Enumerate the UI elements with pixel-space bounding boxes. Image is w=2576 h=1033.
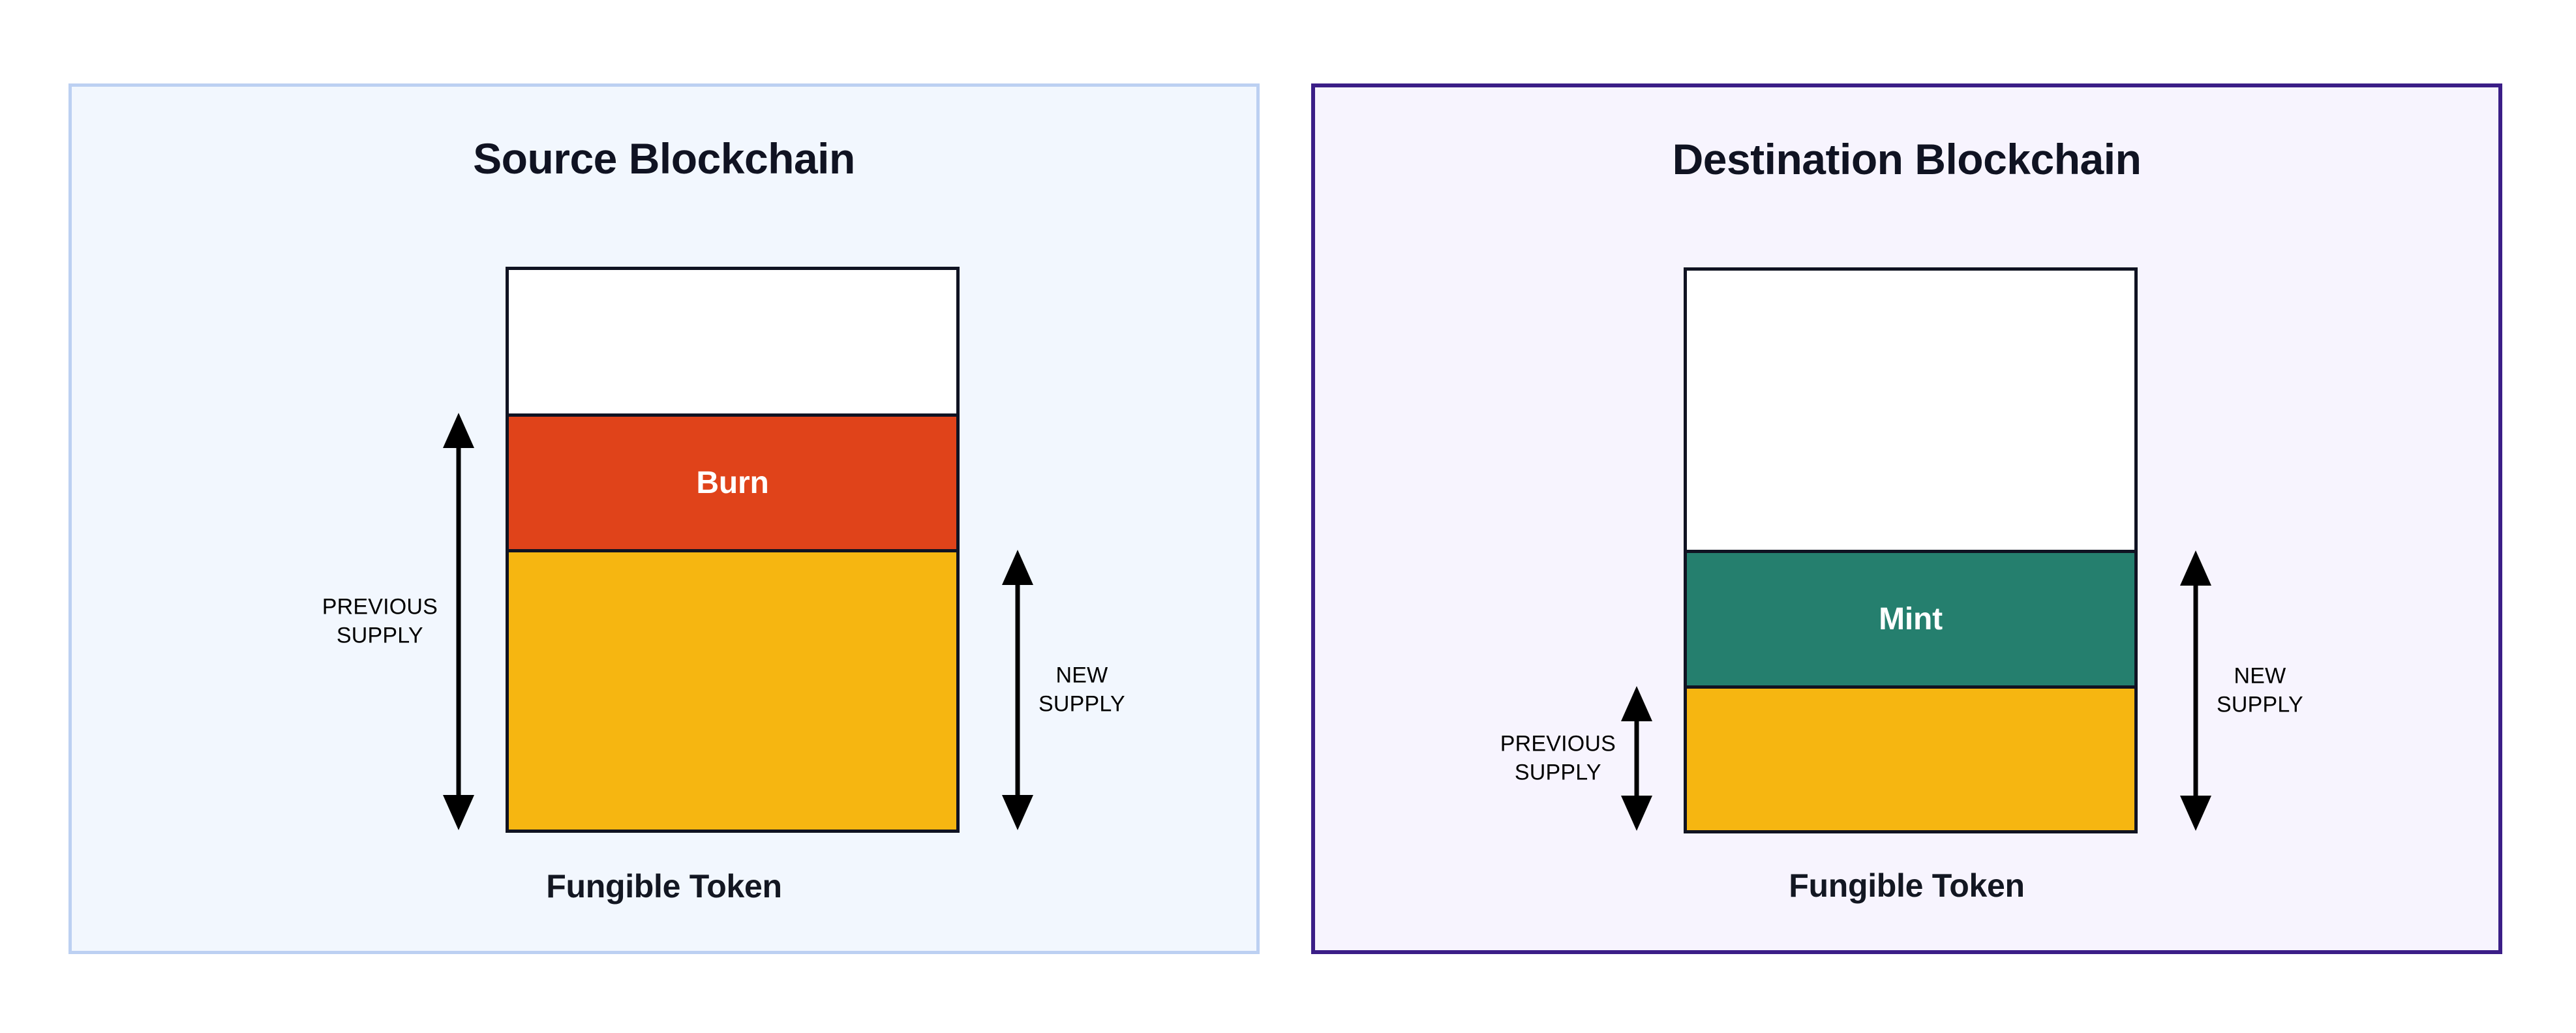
bar-segment-headroom xyxy=(1684,267,2138,553)
caption-fungible-token-destination: Fungible Token xyxy=(1789,867,2025,904)
measure-new-supply-destination-label: NEW SUPPLY xyxy=(2217,663,2303,717)
panel-destination-blockchain: Destination Blockchain Mint PREVIOUS SUP… xyxy=(1311,83,2502,954)
measure-new-supply-source: NEW SUPPLY xyxy=(1002,550,1125,830)
double-arrow-icon xyxy=(443,413,474,830)
measure-new-supply-source-label: NEW SUPPLY xyxy=(1038,663,1125,716)
supply-bar-destination: Mint xyxy=(1684,267,2138,833)
supply-bar-source: Burn xyxy=(506,267,960,833)
bar-segment-mint-label: Mint xyxy=(1879,601,1943,636)
page-title-source: Source Blockchain xyxy=(473,134,855,183)
double-arrow-icon xyxy=(2180,550,2211,831)
measure-new-supply-destination: NEW SUPPLY xyxy=(2180,550,2303,831)
measure-previous-supply-destination-label: PREVIOUS SUPPLY xyxy=(1500,731,1616,785)
page-title-destination: Destination Blockchain xyxy=(1672,135,2142,183)
bar-segment-burn-label: Burn xyxy=(696,465,769,500)
panel-source-blockchain: Source Blockchain Burn PREVIOUS SUPPLY xyxy=(68,83,1260,954)
bar-segment-burn: Burn xyxy=(506,417,960,552)
bar-segment-mint: Mint xyxy=(1684,553,2138,689)
measure-previous-supply-source-label: PREVIOUS SUPPLY xyxy=(322,594,438,648)
bar-segment-headroom xyxy=(506,267,960,417)
double-arrow-icon xyxy=(1002,550,1033,830)
measure-previous-supply-source: PREVIOUS SUPPLY xyxy=(322,413,474,830)
bar-segment-existing xyxy=(1684,689,2138,833)
double-arrow-icon xyxy=(1621,686,1652,831)
bar-segment-remaining xyxy=(506,552,960,833)
caption-fungible-token-source: Fungible Token xyxy=(546,868,782,905)
measure-previous-supply-destination: PREVIOUS SUPPLY xyxy=(1500,686,1652,831)
